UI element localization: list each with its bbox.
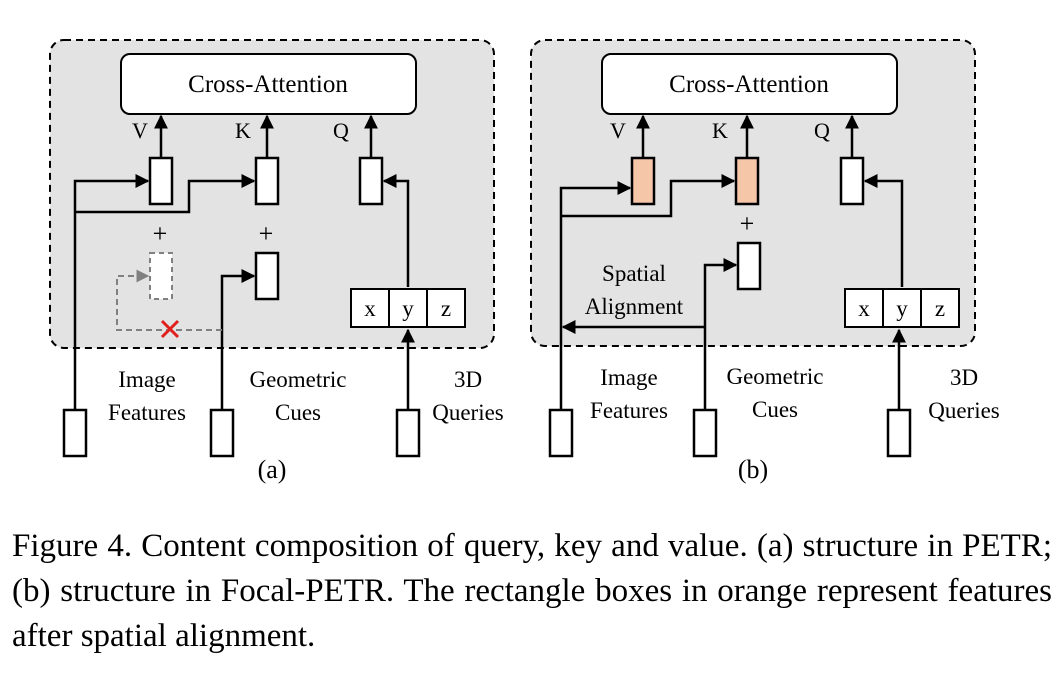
query-path-a xyxy=(382,174,410,287)
coord-x-b: x xyxy=(858,296,870,321)
value-label-b: V xyxy=(610,118,626,143)
query-input-box-b xyxy=(886,408,912,458)
spatial-alignment-label-b-2: Alignment xyxy=(585,294,684,319)
architecture-diagram: Cross-Attention V K Q + + xyxy=(49,39,1000,484)
coord-z-a: z xyxy=(441,296,451,321)
coord-x-a: x xyxy=(364,296,376,321)
query-path-b xyxy=(863,174,904,287)
geometric-cues-label-a-1: Geometric xyxy=(249,367,346,392)
key-box-a xyxy=(254,156,280,206)
coord-z-b: z xyxy=(935,296,945,321)
cross-attention-block-a xyxy=(120,53,417,115)
plus-sign-a-1: + xyxy=(153,219,168,248)
image-features-label-a-1: Image xyxy=(118,367,175,392)
geometric-path-b xyxy=(703,258,738,412)
plus-sign-b-1: + xyxy=(740,209,755,238)
image-features-label-a-2: Features xyxy=(108,400,186,425)
query-label-a: Q xyxy=(333,118,349,143)
figure-caption: Figure 4. Content composition of query, … xyxy=(12,528,1052,654)
key-label-a: K xyxy=(235,118,251,143)
xyz-box-a xyxy=(350,288,466,328)
image-feature-path-key-b xyxy=(561,174,736,218)
image-features-label-b-1: Image xyxy=(600,365,657,390)
queries-label-b-1: 3D xyxy=(950,365,978,390)
image-feature-path-value-a xyxy=(73,174,150,412)
geometric-cues-label-b-1: Geometric xyxy=(726,364,823,389)
queries-label-a-2: Queries xyxy=(432,400,504,425)
value-box-a xyxy=(148,156,174,206)
query-box-a xyxy=(358,156,384,206)
image-feature-input-box-b xyxy=(548,408,574,458)
image-feature-path-value-b xyxy=(559,181,632,412)
query-input-box-a xyxy=(395,408,421,458)
queries-label-a-1: 3D xyxy=(454,367,482,392)
aligned-key-box-b xyxy=(734,156,760,206)
cross-attention-label-b: Cross-Attention xyxy=(669,71,829,98)
coord-y-b: y xyxy=(896,296,908,321)
sub-label-a: (a) xyxy=(258,455,287,484)
coord-y-a: y xyxy=(402,296,414,321)
geometric-box-a xyxy=(254,251,280,301)
query-box-b xyxy=(839,156,865,206)
queries-label-b-2: Queries xyxy=(928,398,1000,423)
panel-b: Cross-Attention V K Q + Spatial Alignmen… xyxy=(530,39,1000,484)
geometric-box-b xyxy=(736,241,762,291)
cross-attention-label-a: Cross-Attention xyxy=(188,71,348,98)
cross-attention-block-b xyxy=(601,53,898,115)
aligned-value-box-b xyxy=(630,156,656,206)
key-label-b: K xyxy=(712,118,728,143)
removed-position-box-a xyxy=(149,252,173,300)
panel-a: Cross-Attention V K Q + + xyxy=(49,39,504,484)
query-label-b: Q xyxy=(814,118,830,143)
geometric-path-a xyxy=(220,269,256,412)
geometric-input-box-b xyxy=(692,408,718,458)
value-label-a: V xyxy=(132,118,148,143)
removed-mark-icon xyxy=(160,319,180,339)
xyz-box-b xyxy=(844,288,960,328)
image-feature-input-box-a xyxy=(62,408,88,458)
plus-sign-a-2: + xyxy=(259,219,274,248)
geometric-input-box-a xyxy=(209,408,235,458)
spatial-alignment-label-b-1: Spatial xyxy=(602,261,666,286)
sub-label-b: (b) xyxy=(738,455,768,484)
geometric-cues-label-a-2: Cues xyxy=(275,400,321,425)
image-feature-path-key-a xyxy=(75,174,256,214)
image-features-label-b-2: Features xyxy=(590,398,668,423)
geometric-cues-label-b-2: Cues xyxy=(752,397,798,422)
